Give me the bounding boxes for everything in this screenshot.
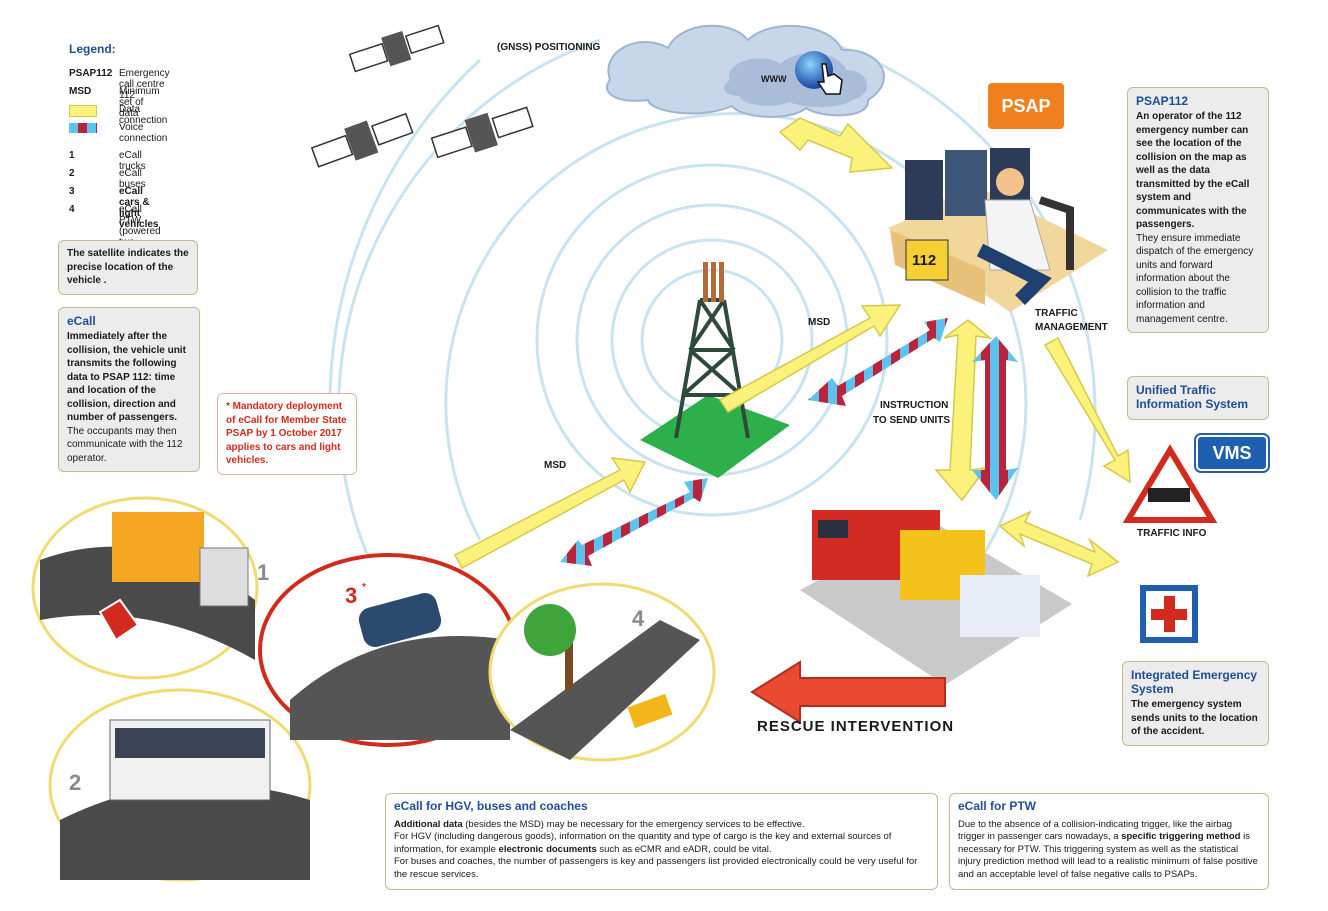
psap-badge: PSAP xyxy=(988,83,1064,129)
rescue-arrow xyxy=(750,660,946,724)
scenario-number: 4 xyxy=(632,606,645,631)
vms-badge: VMS xyxy=(1194,433,1270,473)
voice-connection-swatch xyxy=(69,123,97,133)
scenario-number: 2 xyxy=(69,770,82,795)
radio-waves xyxy=(328,38,1097,611)
first-aid-icon xyxy=(1140,585,1198,643)
scenario-motorbike xyxy=(488,582,716,762)
data-connection-arrows xyxy=(453,117,1131,578)
scenario-bus xyxy=(48,688,312,882)
scenario-number: 1 xyxy=(257,560,270,585)
www-label: WWW xyxy=(761,74,787,84)
desk-112-label: 112 xyxy=(912,252,937,269)
scenario-number: 3 xyxy=(345,583,358,608)
psap-info-box: PSAP112 An operator of the 112 emergency… xyxy=(1127,87,1269,333)
legend-title: Legend: xyxy=(69,42,116,56)
scenario-truck xyxy=(31,496,259,680)
emergency-system-box: Integrated Emergency System The emergenc… xyxy=(1122,661,1269,746)
traffic-info-label: TRAFFIC INFO xyxy=(1137,528,1207,539)
satellite-icon xyxy=(310,112,414,168)
cloud xyxy=(605,24,885,118)
emergency-vehicles xyxy=(800,510,1072,685)
traffic-management-label: TRAFFIC xyxy=(1035,308,1078,319)
gnss-label: (GNSS) POSITIONING xyxy=(497,42,601,53)
satellite-info-box: The satellite indicates the precise loca… xyxy=(58,240,198,295)
satellite-icon xyxy=(348,24,445,73)
ptw-info-box: eCall for PTW Due to the absence of a co… xyxy=(949,793,1269,890)
cursor-hand-icon xyxy=(816,63,843,95)
satellite-icon xyxy=(430,106,534,159)
traffic-system-box: Unified Traffic Information System xyxy=(1127,376,1269,420)
mandatory-note-box: * Mandatory deployment of eCall for Memb… xyxy=(217,393,357,475)
voice-connection-arrows xyxy=(560,318,1018,566)
msd-label: MSD xyxy=(808,317,831,328)
hgv-info-box: eCall for HGV, buses and coaches Additio… xyxy=(385,793,938,890)
rescue-intervention-label: RESCUE INTERVENTION xyxy=(757,718,955,735)
scenario-star: * xyxy=(362,582,366,593)
instruction-label-line2: TO SEND UNITS xyxy=(873,415,951,426)
msd-label: MSD xyxy=(544,460,567,471)
legend-row: Voice connection xyxy=(55,122,167,144)
legend-row: Data connection xyxy=(55,104,167,126)
instruction-label: INSTRUCTION xyxy=(880,400,949,411)
ecall-info-box: eCall Immediately after the collision, t… xyxy=(58,307,200,472)
traffic-warning-sign xyxy=(1122,444,1218,523)
scenario-car xyxy=(258,553,518,747)
traffic-management-label-line2: MANAGEMENT xyxy=(1035,322,1108,333)
antenna-tower xyxy=(640,262,790,478)
data-connection-swatch xyxy=(69,105,97,117)
psap-operator xyxy=(888,148,1108,312)
